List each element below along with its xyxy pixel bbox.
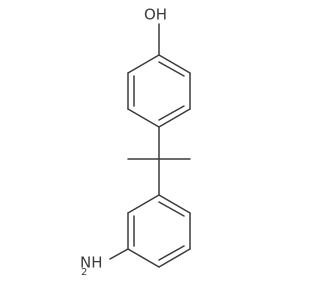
bond-ring2-double-a: [158, 201, 185, 217]
bond-ring1-c: [158, 108, 191, 128]
phenol-ring: [127, 54, 191, 128]
bond-ring2-d: [127, 248, 160, 268]
aniline-ring: [127, 194, 191, 268]
amine-subscript: 2: [81, 267, 87, 278]
bond-ring2-f: [127, 194, 160, 214]
isopropylidene-bridge: [127, 126, 191, 196]
molecule-structure-diagram: OH NH 2: [80, 6, 191, 278]
bond-ring2-double-b: [158, 245, 185, 261]
bond-ring2-a: [158, 194, 191, 214]
bond-ring2-c: [158, 248, 191, 268]
bond-ring1-double-b: [158, 105, 185, 121]
bond-ring1-f: [127, 54, 160, 74]
hydroxyl-label: OH: [144, 6, 167, 24]
amine-label: NH: [80, 254, 103, 272]
bond-nitrogen: [109, 248, 129, 260]
bond-ring1-a: [158, 54, 191, 74]
bond-ring1-d: [127, 108, 160, 128]
bond-ring1-double-a: [158, 61, 185, 77]
